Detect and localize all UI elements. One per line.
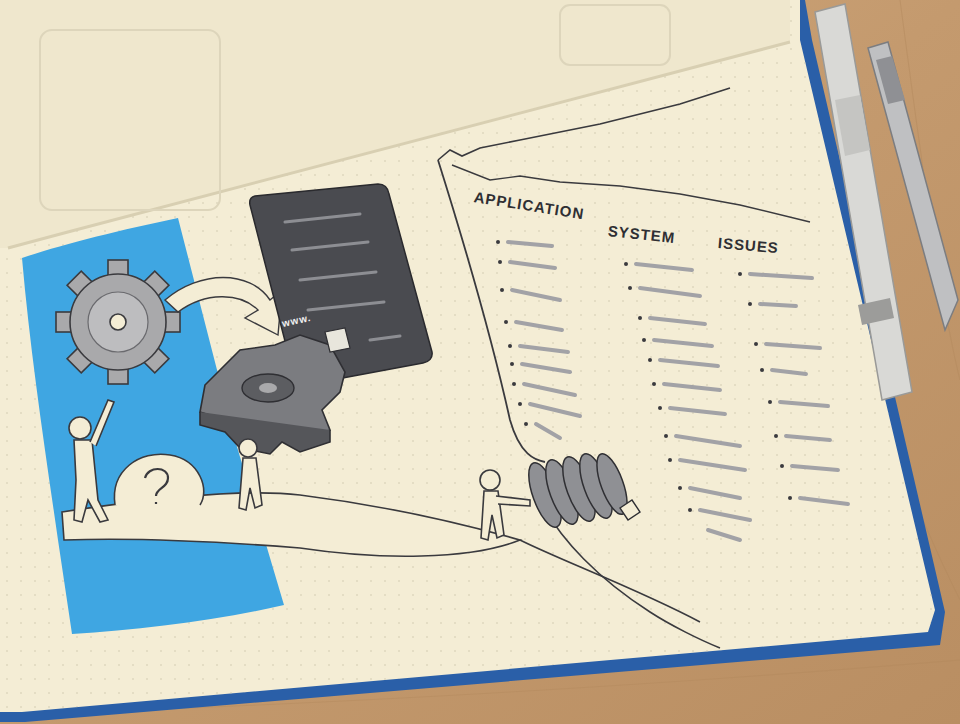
web-label: www. bbox=[281, 312, 312, 329]
page-dots bbox=[0, 0, 935, 712]
list-lines bbox=[508, 242, 848, 540]
notebook-page bbox=[0, 0, 935, 712]
road-edge bbox=[520, 540, 700, 622]
column-heading: APPLICATION bbox=[473, 188, 586, 222]
upper-page bbox=[0, 0, 790, 248]
faded-sketch bbox=[40, 5, 670, 210]
pen-light bbox=[815, 4, 912, 400]
cliff-ridge bbox=[452, 165, 810, 222]
cliff-top bbox=[438, 88, 730, 160]
person-figure bbox=[480, 470, 530, 540]
spring bbox=[522, 450, 633, 531]
gear-icon bbox=[56, 260, 180, 384]
question-mark bbox=[145, 469, 168, 504]
curved-arrow bbox=[165, 278, 282, 336]
page-fold bbox=[8, 42, 790, 248]
person-figure bbox=[239, 439, 262, 510]
spring-stop bbox=[620, 500, 640, 520]
puzzle-gear bbox=[200, 328, 350, 454]
question-bubble bbox=[114, 454, 203, 505]
pen-grey bbox=[868, 42, 958, 330]
column-heading: ISSUES bbox=[717, 234, 779, 256]
person-figure bbox=[69, 400, 114, 522]
column-heading: SYSTEM bbox=[607, 222, 676, 246]
